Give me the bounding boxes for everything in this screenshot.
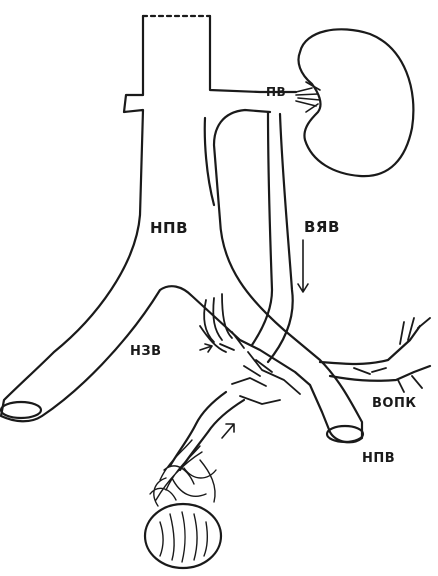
vena-cava-right-edge — [210, 16, 296, 92]
venous-crossing — [232, 352, 300, 404]
left-iliac-end — [1, 402, 41, 418]
label-npv-center: НПВ — [150, 219, 188, 237]
renal-vessels — [296, 82, 320, 112]
kidney-outline — [299, 29, 414, 176]
label-pv: ПВ — [266, 85, 286, 99]
label-vyav: ВЯВ — [304, 218, 340, 236]
gonadal-vein-right-wall — [268, 114, 293, 362]
vopk-vessel — [320, 326, 430, 381]
label-npv-right: НПВ — [362, 451, 395, 466]
flow-arrow-up — [222, 424, 234, 438]
flow-arrow-down — [298, 240, 308, 292]
testis-internal-lines — [160, 512, 207, 562]
label-nzv: НЗВ — [130, 344, 162, 359]
label-vopk: ВОПК — [372, 396, 416, 411]
vena-cava-inner-contour — [205, 118, 214, 205]
flow-arrow-nzv — [200, 344, 212, 352]
pampiniform-plexus — [150, 440, 216, 506]
